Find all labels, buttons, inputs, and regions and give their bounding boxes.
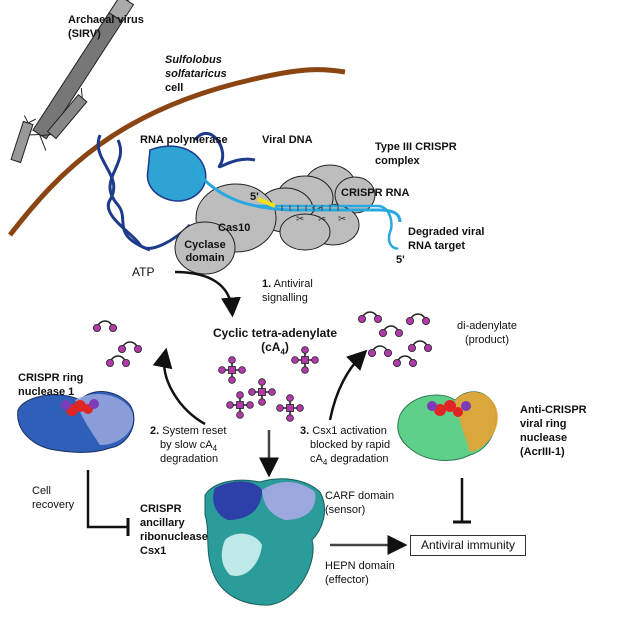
viral-dna-label: Viral DNA (262, 134, 313, 146)
cell-name-2: solfataricus (165, 68, 227, 80)
degraded-label-2: RNA target (408, 240, 466, 252)
carf-label-2: (sensor) (325, 504, 366, 516)
antiviral-immunity-box: Antiviral immunity (410, 535, 527, 556)
virus-particle (22, 0, 144, 151)
signalling-arrow (174, 270, 241, 318)
recovery-inhibit (86, 470, 128, 529)
scissors-icon-1: ✂ (296, 214, 304, 225)
cell-name-1: Sulfolobus (165, 54, 222, 66)
acriii-1-structure (397, 391, 498, 461)
hepn-label-1: HEPN domain (325, 560, 395, 572)
step3-line3: cA4 degradation (310, 453, 389, 468)
step1-line2: signalling (262, 292, 308, 304)
acr-label-2: viral ring (520, 418, 567, 430)
degraded-label-1: Degraded viral (408, 226, 485, 238)
ring1-label-2: nuclease 1 (18, 386, 75, 398)
recovery-label-1: Cell (32, 485, 51, 497)
csx1-structure (204, 478, 325, 606)
crispr-rna-label: CRISPR RNA (341, 187, 410, 199)
rna-target (258, 204, 399, 250)
step3-line2: blocked by rapid (310, 439, 391, 451)
ca4-label-2: (cA4) (261, 340, 289, 357)
csx1-label-4: Csx1 (140, 545, 167, 557)
carf-label-1: CARF domain (325, 490, 395, 502)
recovery-label-2: recovery (32, 499, 75, 511)
acr-label-3: nuclease (520, 432, 568, 444)
step2-line1: 2. System reset (150, 425, 227, 437)
rna-polymerase-label: RNA polymerase (140, 134, 228, 146)
reset-arrow-right (328, 349, 368, 421)
diadenylate-label-1: di-adenylate (457, 320, 517, 332)
viral-dna-strand-a (96, 134, 192, 250)
cell-membrane (8, 67, 346, 237)
cell-word: cell (165, 82, 184, 94)
cyclase-label-2: domain (185, 252, 225, 264)
small-virus-2 (10, 115, 36, 164)
step1-line1: 1. Antiviral (262, 278, 313, 290)
csx1-label-1: CRISPR (140, 503, 182, 515)
reset-arrow-left (152, 347, 206, 426)
scissors-icon-2: ✂ (318, 214, 326, 225)
five-prime-target: 5' (396, 254, 405, 266)
type3-label-1: Type III CRISPR (375, 141, 457, 153)
five-prime-crrna: 5' (250, 191, 259, 203)
virus-title: Archaeal virus (68, 14, 144, 26)
small-virus-1 (41, 88, 88, 140)
ca4-label-1: Cyclic tetra-adenylate (212, 326, 338, 340)
csx1-label-3: ribonuclease (140, 531, 208, 543)
scissors-icon-3: ✂ (338, 214, 346, 225)
viral-dna-strand-c (193, 131, 256, 169)
atp-label: ATP (132, 265, 155, 279)
viral-dna-strand-b (108, 139, 151, 252)
cyclase-label-1: Cyclase (184, 239, 226, 251)
rna-polymerase (146, 145, 207, 202)
step2-line2: by slow cA4 (160, 439, 218, 454)
cas10-label: Cas10 (218, 222, 251, 234)
hepn-label-2: (effector) (325, 574, 369, 586)
acr-label-4: (AcrIII-1) (520, 446, 565, 458)
step3-line1: 3. Csx1 activation (300, 425, 387, 437)
acr-label-1: Anti-CRISPR (520, 404, 587, 416)
cyclase-domain (174, 221, 236, 275)
ring-nuclease-1-structure (17, 391, 135, 453)
step2-line3: degradation (160, 453, 219, 465)
ring1-label-1: CRISPR ring (18, 372, 84, 384)
virus-subtitle: (SIRV) (68, 28, 101, 40)
type3-label-2: complex (375, 155, 420, 167)
csx1-label-2: ancillary (140, 517, 185, 529)
diadenylate-label-2: (product) (464, 334, 510, 346)
